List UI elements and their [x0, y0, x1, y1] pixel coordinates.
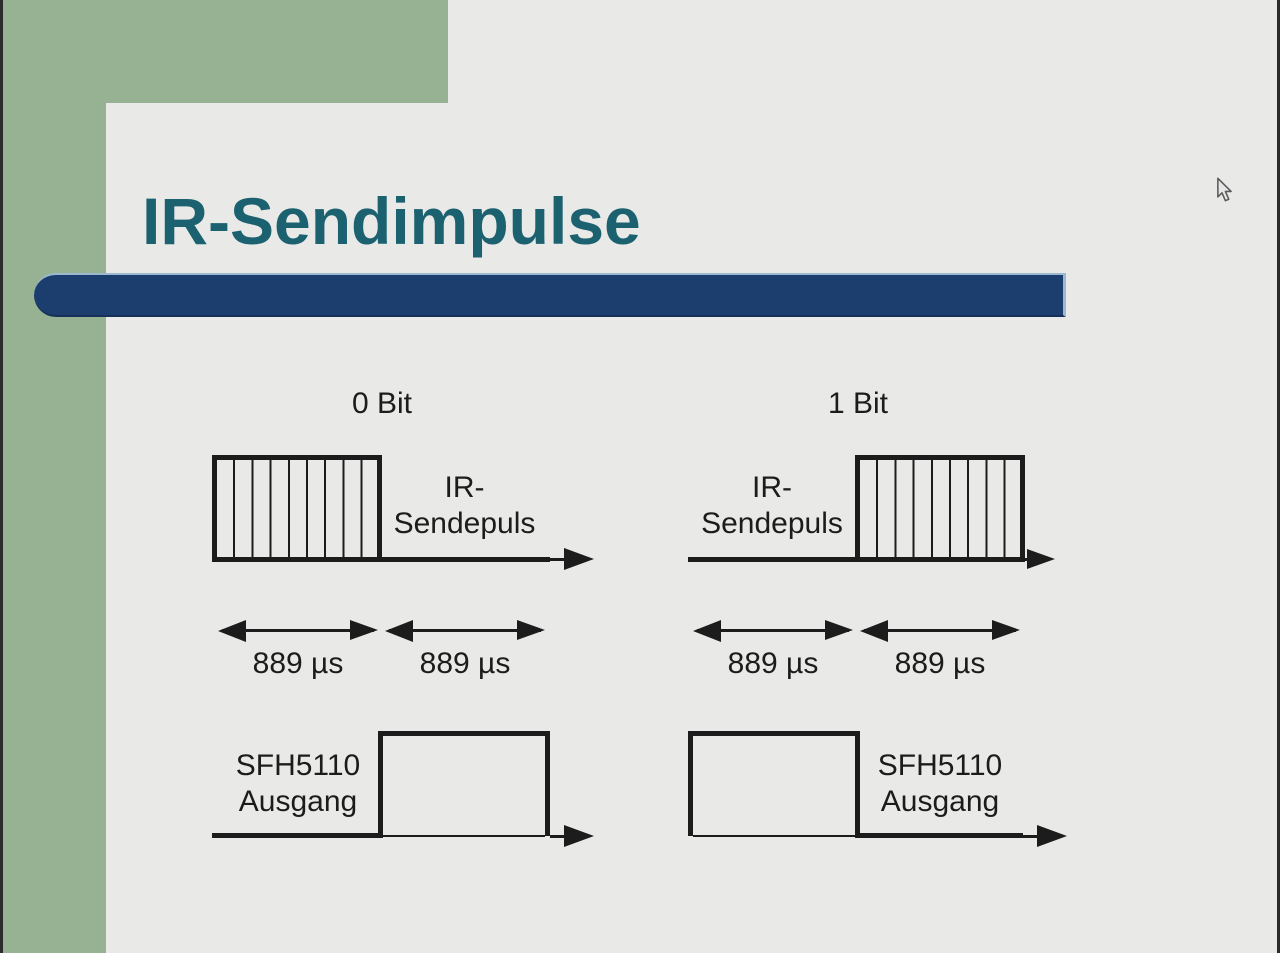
bit1-axis-arrow-icon [1027, 549, 1055, 569]
bit0-pulse-burst-block [212, 455, 382, 562]
bit1-baseline-thick [688, 557, 860, 562]
bit1-duration-label-1: 889 µs [727, 647, 819, 680]
bit1-output-label-line1: SFH5110 [877, 749, 1003, 782]
mouse-cursor-icon [1217, 177, 1232, 202]
bit1-output-axis-thin [1023, 835, 1041, 838]
bit0-pulse-label: IR- Sendepuls [387, 470, 542, 542]
bit0-axis-arrow-icon [564, 548, 594, 570]
bit1-dim2-line [864, 629, 1016, 632]
bit1-output-label-line2: Ausgang [880, 785, 1000, 818]
bit0-dim2-right-arrow-icon [517, 620, 545, 640]
bit0-pulse-label-line2: Sendepuls [393, 507, 536, 540]
bit0-baseline-thin [550, 558, 572, 561]
bit1-pulse-label-line1: IR- [752, 471, 792, 504]
screen-left-edge [0, 0, 3, 953]
slide-title: IR-Sendimpulse [142, 184, 641, 258]
sidebar-accent [0, 0, 106, 953]
bit0-output-high-pulse [378, 731, 550, 836]
bit1-output-high-pulse [688, 731, 860, 836]
bit0-dim1-left-arrow-icon [218, 620, 246, 642]
bit0-output-low-line [212, 833, 383, 838]
bit0-output-axis-arrow-icon [564, 825, 594, 847]
bit1-heading: 1 Bit [827, 387, 889, 420]
bit1-duration-label-2: 889 µs [894, 647, 986, 680]
title-underline-bar [34, 273, 1066, 317]
bit0-dim1-right-arrow-icon [350, 620, 378, 640]
bit0-output-label-line1: SFH5110 [235, 749, 361, 782]
bit1-output-low-line [855, 833, 1023, 838]
bit1-output-axis-arrow-icon [1037, 825, 1067, 847]
bit1-dim1-right-arrow-icon [825, 620, 853, 640]
top-accent-band [0, 0, 448, 103]
bit1-output-thin-baseline [693, 835, 855, 837]
bit1-pulse-label: IR- Sendepuls [692, 470, 852, 542]
bit0-duration-label-1: 889 µs [252, 647, 344, 680]
bit0-dim1-line [222, 629, 374, 632]
bit0-baseline-thick [377, 557, 550, 562]
bit0-output-label: SFH5110 Ausgang [218, 748, 378, 820]
bit1-pulse-label-line2: Sendepuls [701, 507, 843, 540]
bit1-dim1-line [697, 629, 849, 632]
bit0-output-thin-baseline [383, 835, 545, 837]
bit0-dim2-left-arrow-icon [385, 620, 413, 642]
bit0-pulse-label-line1: IR- [444, 471, 485, 504]
screen-right-edge [1277, 0, 1280, 953]
bit0-output-axis-thin [550, 835, 572, 838]
bit0-dim2-line [389, 629, 541, 632]
bit1-pulse-burst-block [855, 455, 1025, 562]
bit1-output-label: SFH5110 Ausgang [860, 748, 1020, 820]
bit1-dim2-left-arrow-icon [860, 620, 888, 642]
bit0-heading: 0 Bit [351, 387, 413, 420]
bit1-dim2-right-arrow-icon [992, 620, 1020, 640]
bit1-dim1-left-arrow-icon [693, 620, 721, 642]
bit0-duration-label-2: 889 µs [419, 647, 511, 680]
bit0-output-label-line2: Ausgang [238, 785, 358, 818]
